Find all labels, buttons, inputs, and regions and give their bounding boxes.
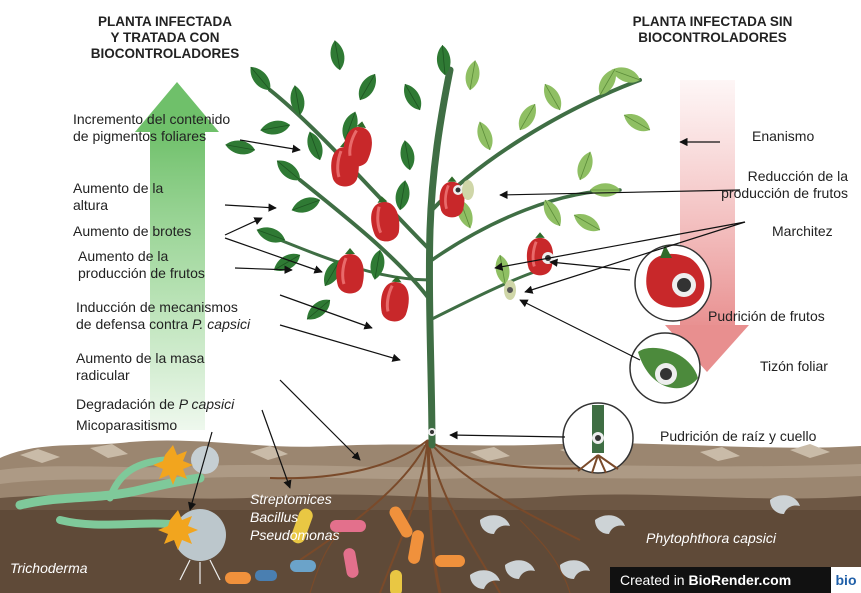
infected-leaves bbox=[454, 59, 654, 285]
label-produccion: Aumento de la producción de frutos bbox=[78, 248, 205, 282]
label-phytophthora: Phytophthora capsici bbox=[646, 530, 776, 546]
label-micoparasitismo: Micoparasitismo bbox=[76, 417, 177, 434]
label-reduccion: Reducción de la producción de frutos bbox=[702, 168, 848, 202]
damage-arrow bbox=[665, 80, 749, 372]
label-pseudomonas: Pseudomonas bbox=[250, 527, 340, 543]
zoom-leaf-blight bbox=[630, 333, 700, 403]
label-pigmentos: Incremento del contenido de pigmentos fo… bbox=[73, 111, 230, 145]
label-pigmentos-line1: Incremento del contenido bbox=[73, 111, 230, 128]
label-altura-line2: altura bbox=[73, 197, 163, 214]
label-marchitez: Marchitez bbox=[772, 223, 833, 240]
zoom-root-rot bbox=[563, 403, 633, 473]
label-enanismo: Enanismo bbox=[752, 128, 814, 145]
label-altura-line1: Aumento de la bbox=[73, 180, 163, 197]
label-degradacion-species: P capsici bbox=[179, 396, 235, 412]
watermark-brand: BioRender.com bbox=[688, 572, 791, 588]
header-treated-line1: PLANTA INFECTADA bbox=[70, 14, 260, 30]
label-degradacion-prefix: Degradación de bbox=[76, 396, 179, 412]
watermark-prefix: Created in bbox=[620, 572, 688, 588]
label-brotes: Aumento de brotes bbox=[73, 223, 191, 240]
label-defensa-species: P. capsici bbox=[192, 316, 250, 332]
watermark-text: Created in BioRender.com bbox=[620, 567, 791, 593]
label-produccion-line2: producción de frutos bbox=[78, 265, 205, 282]
header-treated-line2: Y TRATADA CON bbox=[70, 30, 260, 46]
label-reduccion-line2: producción de frutos bbox=[702, 185, 848, 202]
watermark-badge: bio bbox=[831, 567, 861, 593]
label-tizon: Tizón foliar bbox=[760, 358, 828, 375]
infected-peppers bbox=[440, 176, 554, 300]
label-reduccion-line1: Reducción de la bbox=[702, 168, 848, 185]
header-untreated-line1: PLANTA INFECTADA SIN bbox=[610, 14, 815, 30]
label-pudricion-raiz: Pudrición de raíz y cuello bbox=[660, 428, 816, 445]
label-masa-line1: Aumento de la masa bbox=[76, 350, 204, 367]
label-defensa-line2: de defensa contra P. capsici bbox=[76, 316, 250, 333]
zoom-fruit-rot bbox=[635, 245, 711, 321]
label-trichoderma: Trichoderma bbox=[10, 560, 88, 576]
label-streptomices: Streptomices bbox=[250, 491, 332, 507]
header-untreated-line2: BIOCONTROLADORES bbox=[610, 30, 815, 46]
plant-stem bbox=[270, 70, 640, 445]
header-treated: PLANTA INFECTADA Y TRATADA CON BIOCONTRO… bbox=[70, 14, 260, 62]
label-bacillus: Bacillus bbox=[250, 509, 298, 525]
label-defensa-line1: Inducción de mecanismos bbox=[76, 299, 250, 316]
header-untreated: PLANTA INFECTADA SIN BIOCONTROLADORES bbox=[610, 14, 815, 46]
header-treated-line3: BIOCONTROLADORES bbox=[70, 46, 260, 62]
label-degradacion: Degradación de P capsici bbox=[76, 396, 234, 413]
label-produccion-line1: Aumento de la bbox=[78, 248, 205, 265]
label-pudricion-frutos: Pudrición de frutos bbox=[708, 308, 825, 325]
label-pigmentos-line2: de pigmentos foliares bbox=[73, 128, 230, 145]
label-defensa: Inducción de mecanismos de defensa contr… bbox=[76, 299, 250, 333]
label-masa: Aumento de la masa radicular bbox=[76, 350, 204, 384]
label-defensa-prefix: de defensa contra bbox=[76, 316, 192, 332]
healthy-peppers bbox=[331, 119, 411, 323]
biorender-watermark[interactable]: Created in BioRender.com bio bbox=[610, 567, 861, 593]
label-masa-line2: radicular bbox=[76, 367, 204, 384]
label-altura: Aumento de la altura bbox=[73, 180, 163, 214]
